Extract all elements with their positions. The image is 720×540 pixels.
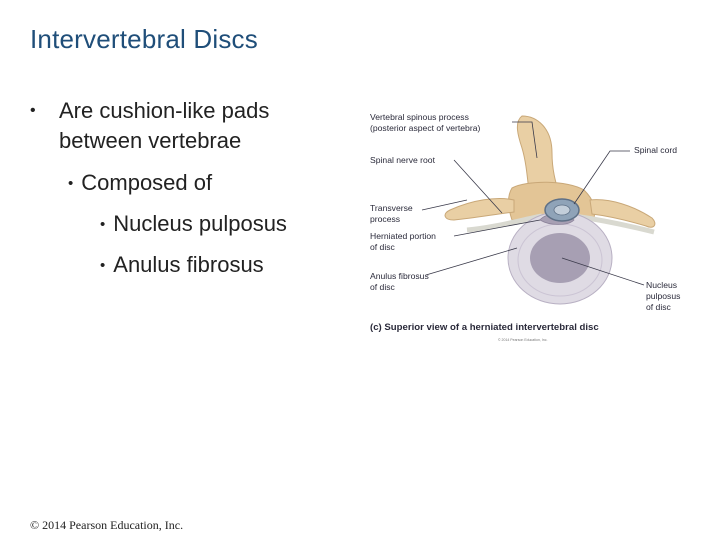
label-nucleus-3: of disc <box>646 302 672 312</box>
figure-caption: (c) Superior view of a herniated interve… <box>370 322 599 333</box>
label-transverse-2: process <box>370 214 400 224</box>
leader-nucleus <box>561 257 645 286</box>
bullet-level3: • Anulus fibrosus <box>100 252 264 278</box>
label-anulus-1: Anulus fibrosus <box>370 271 429 281</box>
bullet-text: Are cushion-like pads between vertebrae <box>59 98 270 153</box>
label-nucleus-1: Nucleus <box>646 280 677 290</box>
herniated-disc-figure: Vertebral spinous process (posterior asp… <box>362 108 702 348</box>
slide-title: Intervertebral Discs <box>30 24 258 54</box>
disc-illustration: Vertebral spinous process (posterior asp… <box>370 112 680 342</box>
leader-lines <box>421 121 645 286</box>
bullet-text: Nucleus pulposus <box>113 211 287 236</box>
leader-herniated <box>453 219 541 237</box>
leader-anulus <box>425 247 518 276</box>
leader-spinal-cord <box>573 150 630 205</box>
bullet-text: Composed of <box>81 170 213 195</box>
label-nucleus-2: pulposus <box>646 291 680 301</box>
bullet-dot: • <box>100 257 106 274</box>
label-anulus-2: of disc <box>370 282 396 292</box>
bullet-dot: • <box>100 216 106 233</box>
label-spinal-cord: Spinal cord <box>634 145 677 155</box>
bullet-level3: • Nucleus pulposus <box>100 211 287 237</box>
bullet-text: Anulus fibrosus <box>113 252 264 277</box>
label-spinous-1: Vertebral spinous process <box>370 112 469 122</box>
label-herniated-1: Herniated portion <box>370 231 436 241</box>
label-herniated-2: of disc <box>370 242 396 252</box>
spinal-cord-inner <box>553 204 571 216</box>
transverse-process-right <box>589 199 656 228</box>
leader-transverse <box>421 199 468 211</box>
bullet-dot: • <box>68 175 74 192</box>
nucleus-pulposus-shape <box>530 233 590 283</box>
label-spinal-nerve-root: Spinal nerve root <box>370 155 436 165</box>
label-transverse-1: Transverse <box>370 203 413 213</box>
copyright-footer: © 2014 Pearson Education, Inc. <box>30 518 184 532</box>
leader-nerve-root <box>453 159 503 214</box>
leader-spinous <box>512 121 538 159</box>
bullet-dot: • <box>30 102 36 119</box>
bullet-level2: • Composed of <box>68 170 212 196</box>
figure-credit: © 2014 Pearson Education, Inc. <box>498 338 547 342</box>
label-spinous-2: (posterior aspect of vertebra) <box>370 123 480 133</box>
transverse-process-left <box>444 197 515 221</box>
